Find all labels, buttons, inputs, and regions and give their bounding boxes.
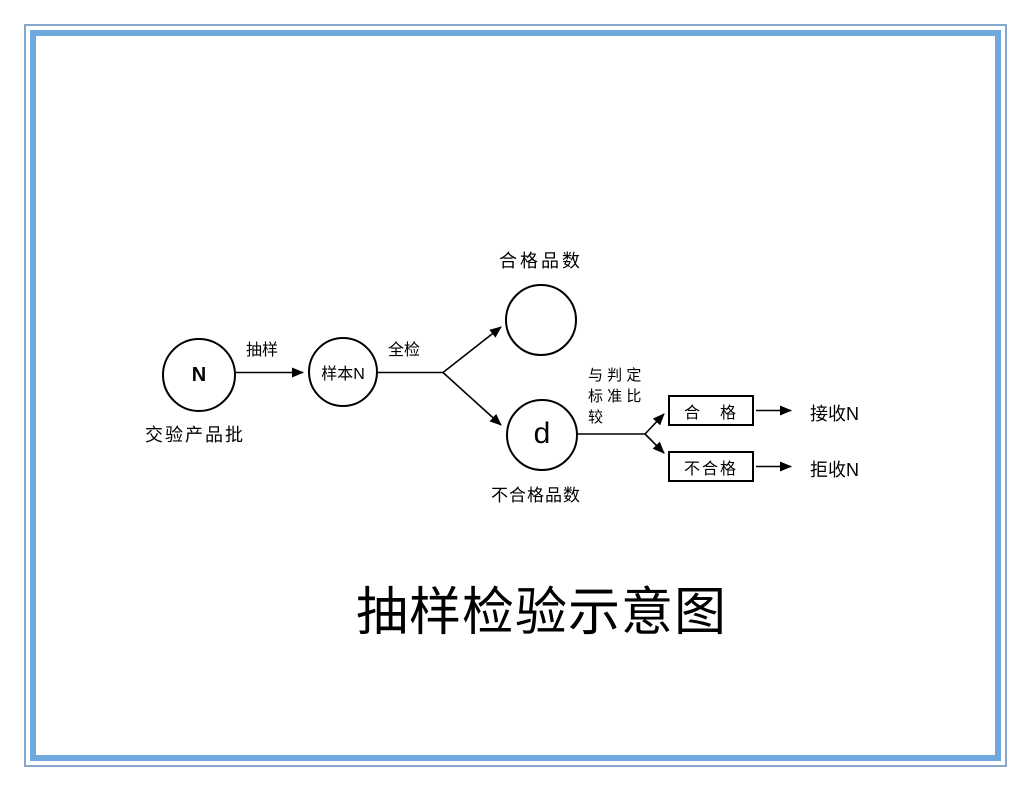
compare-standard-line3: 较 bbox=[588, 409, 604, 426]
node-defective-count-label: d bbox=[533, 417, 551, 450]
outer-border-frame bbox=[24, 24, 1007, 767]
inner-border-frame bbox=[30, 30, 1001, 761]
edge-label-sampling: 抽样 bbox=[245, 342, 278, 359]
node-qualified-count bbox=[505, 284, 577, 356]
fail-box-label: 不合格 bbox=[683, 460, 738, 478]
node-sample-label: 样本N bbox=[321, 366, 365, 383]
node-inspection-lot: N bbox=[162, 338, 236, 412]
outcome-reject-label: 拒收N bbox=[810, 460, 859, 480]
node-sample: 样本N bbox=[308, 337, 378, 407]
caption-defective-count: 不合格品数 bbox=[491, 486, 581, 505]
node-defective-count: d bbox=[506, 399, 578, 471]
pass-box-label: 合 格 bbox=[683, 404, 738, 422]
compare-standard-line2: 标 准 比 bbox=[588, 388, 642, 405]
outcome-accept-label: 接收N bbox=[810, 404, 859, 424]
compare-standard-line1: 与 判 定 bbox=[588, 367, 642, 384]
caption-inspection-lot: 交验产品批 bbox=[145, 425, 245, 445]
page-title: 抽样检验示意图 bbox=[356, 585, 728, 642]
caption-qualified-count: 合格品数 bbox=[499, 251, 583, 271]
edge-label-compare-standard: 与 判 定 标 准 比 较 bbox=[588, 365, 641, 428]
pass-box: 合 格 bbox=[668, 395, 754, 426]
node-inspection-lot-label: N bbox=[191, 363, 207, 386]
fail-box: 不合格 bbox=[668, 451, 754, 482]
edge-label-full-inspection: 全检 bbox=[387, 342, 420, 359]
